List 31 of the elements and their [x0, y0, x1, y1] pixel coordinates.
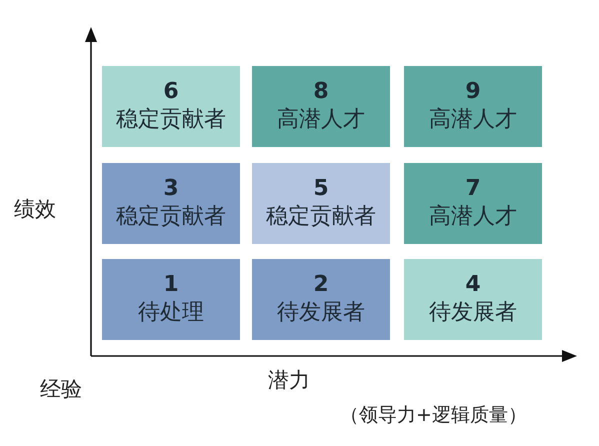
matrix-box [102, 259, 240, 340]
box-label: 高潜人才 [429, 106, 517, 134]
matrix-box [102, 163, 240, 244]
box-number: 7 [465, 176, 481, 202]
matrix-box [252, 66, 390, 147]
box-label: 待处理 [138, 298, 204, 326]
box-label: 待发展者 [429, 298, 517, 326]
box-number: 9 [465, 78, 481, 104]
box-label: 稳定贡献者 [116, 202, 226, 230]
box-number: 1 [163, 272, 179, 298]
matrix-box [404, 66, 542, 147]
box-number: 8 [313, 78, 329, 104]
axis-label: 经验 [40, 376, 82, 402]
box-number: 5 [313, 176, 329, 202]
matrix-box [404, 259, 542, 340]
box-number: 6 [163, 78, 179, 104]
box-label: 待发展者 [277, 298, 365, 326]
matrix-box [404, 163, 542, 244]
matrix-box [102, 66, 240, 147]
box-label: 稳定贡献者 [266, 202, 376, 230]
axis-label: 潜力 [268, 367, 310, 393]
box-number: 3 [163, 176, 179, 202]
matrix-box [252, 259, 390, 340]
axis-note: （领导力+逻辑质量） [340, 403, 527, 428]
box-label: 稳定贡献者 [116, 106, 226, 134]
axis-label: 绩效 [14, 196, 56, 222]
box-number: 4 [465, 272, 481, 298]
box-label: 高潜人才 [277, 106, 365, 134]
box-number: 2 [313, 272, 329, 298]
matrix-box [252, 163, 390, 244]
box-label: 高潜人才 [429, 202, 517, 230]
